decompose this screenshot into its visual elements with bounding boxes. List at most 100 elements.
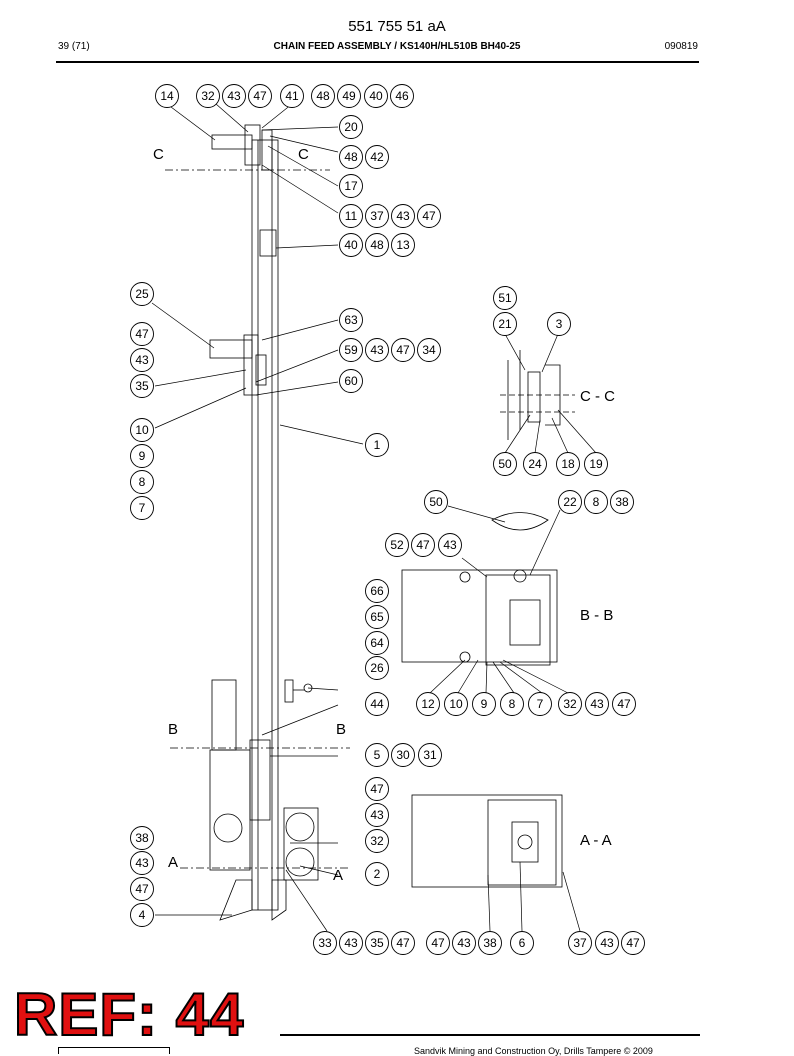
- callout-balloon: 7: [528, 692, 552, 716]
- callout-balloon: 22: [558, 490, 582, 514]
- callout-label: 66: [370, 584, 384, 598]
- callout-circle: [365, 233, 389, 257]
- callout-balloon: 47: [248, 84, 272, 108]
- callout-balloon: 51: [493, 286, 517, 310]
- page-title: CHAIN FEED ASSEMBLY / KS140H/HL510B BH40…: [273, 41, 521, 52]
- callout-balloon: 47: [130, 877, 154, 901]
- callout-circle: [558, 692, 582, 716]
- callout-circle: [391, 233, 415, 257]
- callout-balloon: 18: [556, 452, 580, 476]
- callout-circle: [365, 605, 389, 629]
- callout-circle: [130, 470, 154, 494]
- callout-label: 31: [423, 748, 437, 762]
- callout-label: 4: [139, 908, 146, 922]
- callout-circle: [365, 862, 389, 886]
- callout-circle: [426, 931, 450, 955]
- section-cc-label: C - C: [580, 388, 615, 405]
- callout-circle: [612, 692, 636, 716]
- callout-circle: [311, 84, 335, 108]
- company-logo: [58, 1047, 170, 1054]
- callout-label: 14: [160, 89, 174, 103]
- section-a-marker-left: A: [168, 854, 178, 871]
- callout-label: 60: [344, 374, 358, 388]
- callout-circle: [365, 631, 389, 655]
- callout-label: 8: [139, 475, 146, 489]
- callout-circle: [493, 452, 517, 476]
- feed-beam: [251, 139, 279, 911]
- section-c-marker-left: C: [153, 146, 164, 163]
- callout-circle: [130, 826, 154, 850]
- callout-circle: [130, 348, 154, 372]
- callout-label: 50: [498, 457, 512, 471]
- callout-balloon: 41: [280, 84, 304, 108]
- callout-label: 46: [395, 89, 409, 103]
- callout-label: 65: [370, 610, 384, 624]
- callout-label: 33: [318, 936, 332, 950]
- callout-circle: [547, 312, 571, 336]
- callout-label: 24: [528, 457, 542, 471]
- callout-balloon: 47: [621, 931, 645, 955]
- callout-circle: [493, 286, 517, 310]
- callout-balloon: 25: [130, 282, 154, 306]
- callout-balloon: 52: [385, 533, 409, 557]
- callout-circle: [417, 338, 441, 362]
- callout-label: 38: [483, 936, 497, 950]
- callout-balloon: 50: [493, 452, 517, 476]
- callout-label: 44: [370, 697, 384, 711]
- callout-balloon: 40: [339, 233, 363, 257]
- callout-circle: [558, 490, 582, 514]
- callout-balloon: 35: [365, 931, 389, 955]
- callout-circle: [556, 452, 580, 476]
- callout-circle: [584, 452, 608, 476]
- callout-circle: [365, 692, 389, 716]
- callout-circle: [391, 743, 415, 767]
- callout-balloon: 47: [612, 692, 636, 716]
- callout-balloon: 49: [337, 84, 361, 108]
- callout-label: 40: [344, 238, 358, 252]
- callout-label: 8: [509, 697, 516, 711]
- callout-balloon: 32: [196, 84, 220, 108]
- callout-circle: [528, 692, 552, 716]
- callout-circle: [339, 115, 363, 139]
- callout-label: 13: [396, 238, 410, 252]
- date-code: 090819: [664, 41, 698, 52]
- callout-label: 1: [374, 438, 381, 452]
- callout-balloon: 4: [130, 903, 154, 927]
- callout-label: 11: [345, 209, 358, 223]
- callout-balloon: 47: [391, 931, 415, 955]
- callout-balloon: 19: [584, 452, 608, 476]
- callout-label: 47: [370, 782, 384, 796]
- callout-circle: [478, 931, 502, 955]
- callout-label: 43: [600, 936, 614, 950]
- callout-balloon: 47: [365, 777, 389, 801]
- callout-balloon: 7: [130, 496, 154, 520]
- callout-circle: [472, 692, 496, 716]
- callout-label: 41: [285, 89, 299, 103]
- callout-circle: [510, 931, 534, 955]
- callout-label: 42: [370, 150, 384, 164]
- callout-circle: [130, 903, 154, 927]
- callout-label: 9: [481, 697, 488, 711]
- callout-balloon: 60: [339, 369, 363, 393]
- callout-circle: [364, 84, 388, 108]
- callout-circle: [365, 656, 389, 680]
- callout-circle: [130, 444, 154, 468]
- callout-circle: [411, 533, 435, 557]
- callout-label: 5: [374, 748, 381, 762]
- callout-circle: [584, 490, 608, 514]
- callout-circle: [365, 829, 389, 853]
- callout-label: 51: [498, 291, 512, 305]
- callout-balloon: 40: [364, 84, 388, 108]
- callout-label: 38: [615, 495, 629, 509]
- callout-label: 47: [396, 936, 410, 950]
- callout-label: 10: [135, 423, 149, 437]
- callout-circle: [337, 84, 361, 108]
- section-a-marker-right: A: [333, 867, 343, 884]
- callout-balloon: 43: [365, 338, 389, 362]
- leader-lines: [151, 103, 597, 932]
- callout-label: 30: [396, 748, 410, 762]
- callout-label: 43: [344, 936, 358, 950]
- callout-balloon: 47: [411, 533, 435, 557]
- callout-balloon: 8: [500, 692, 524, 716]
- callout-circle: [444, 692, 468, 716]
